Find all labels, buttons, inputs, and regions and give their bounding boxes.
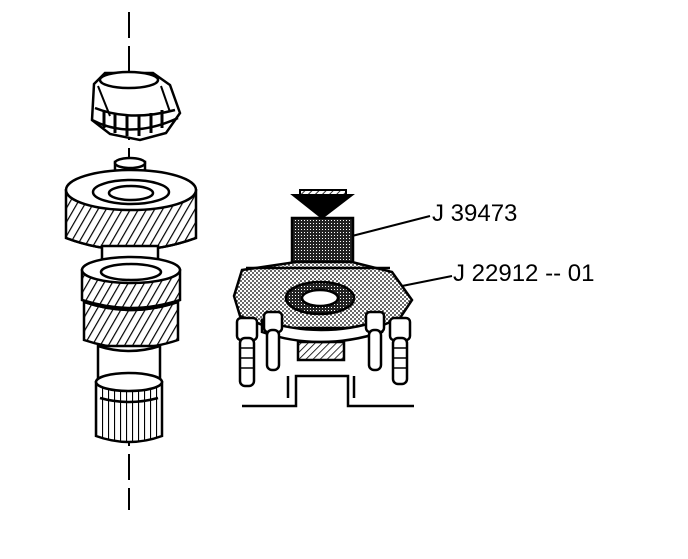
callout-label-installer: J 39473 [432, 200, 518, 227]
support-plate-tool [232, 260, 414, 362]
large-helical-gear [64, 168, 198, 252]
press-bed [242, 374, 414, 408]
press-arrow-icon [290, 189, 355, 220]
bearing-cone [90, 70, 182, 142]
tool-bolt-left-rear [235, 316, 259, 388]
callout-label-support-plate: J 22912 -- 01 [453, 260, 595, 287]
tool-bolt-right-rear [388, 316, 412, 386]
small-spur-gear [94, 371, 164, 444]
tool-bolt-left-front [262, 310, 284, 372]
middle-gear [80, 255, 182, 350]
callout-leaders [351, 215, 453, 287]
tool-bolt-right-front [364, 310, 386, 372]
